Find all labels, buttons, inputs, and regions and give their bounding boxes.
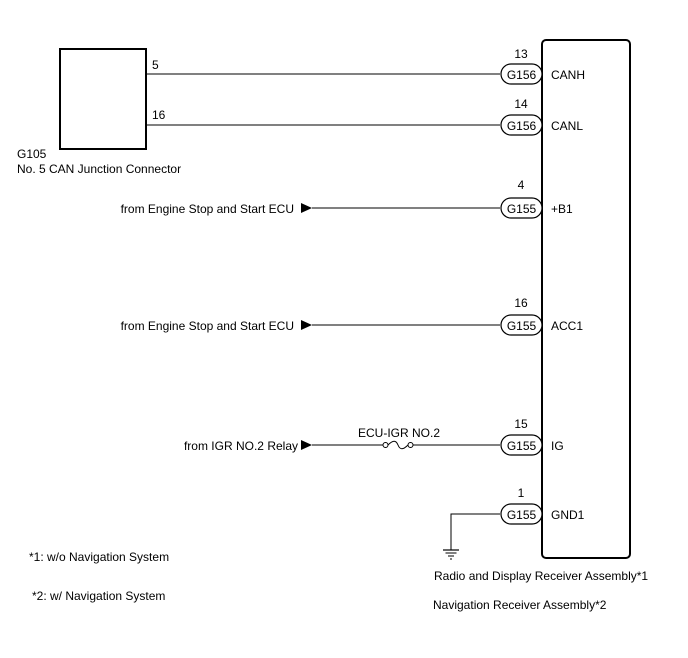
junction-pin-canh: 5 xyxy=(152,58,159,72)
pin-row-b1: G155 4 +B1 xyxy=(500,178,573,219)
pin-number: 14 xyxy=(514,97,528,111)
receiver-name-1: Radio and Display Receiver Assembly*1 xyxy=(434,569,648,583)
connector-label: G156 xyxy=(507,119,537,133)
ground-icon xyxy=(443,549,459,560)
pin-row-acc1: G155 16 ACC1 xyxy=(500,296,583,336)
receiver-box xyxy=(541,39,631,559)
signal-label: CANL xyxy=(551,119,583,133)
junction-name: No. 5 CAN Junction Connector xyxy=(17,162,181,176)
receiver-name-2: Navigation Receiver Assembly*2 xyxy=(433,598,607,612)
b1-source-arrow-icon xyxy=(301,203,312,213)
gnd-wire xyxy=(450,513,500,550)
connector-label: G155 xyxy=(507,319,537,333)
connector-label: G155 xyxy=(507,508,537,522)
fuse-icon xyxy=(382,440,414,450)
acc1-source-label: from Engine Stop and Start ECU xyxy=(121,319,294,333)
connector-label: G155 xyxy=(507,439,537,453)
note-2: *2: w/ Navigation System xyxy=(32,589,165,603)
acc1-source-arrow-icon xyxy=(301,320,312,330)
pin-row-canl: G156 14 CANL xyxy=(500,97,583,136)
signal-label: ACC1 xyxy=(551,319,583,333)
b1-source-label: from Engine Stop and Start ECU xyxy=(121,202,294,216)
junction-pin-canl: 16 xyxy=(152,108,166,122)
pin-number: 16 xyxy=(514,296,528,310)
signal-label: GND1 xyxy=(551,508,585,522)
signal-label: CANH xyxy=(551,68,585,82)
ig-source-label: from IGR NO.2 Relay xyxy=(184,439,298,453)
signal-label: +B1 xyxy=(551,202,573,216)
note-1: *1: w/o Navigation System xyxy=(29,550,169,564)
junction-code: G105 xyxy=(17,147,47,161)
pin-row-gnd1: G155 1 GND1 xyxy=(500,486,585,525)
ig-source-arrow-icon xyxy=(301,440,312,450)
pin-row-canh: G156 13 CANH xyxy=(500,47,585,85)
can-junction-connector-box xyxy=(59,48,147,150)
fuse-label: ECU-IGR NO.2 xyxy=(358,426,440,440)
connector-label: G156 xyxy=(507,68,537,82)
pin-row-ig: G155 15 IG xyxy=(500,417,564,456)
pin-number: 4 xyxy=(518,178,525,192)
pin-number: 1 xyxy=(518,486,525,500)
connector-label: G155 xyxy=(507,202,537,216)
pin-number: 13 xyxy=(514,47,528,61)
pin-number: 15 xyxy=(514,417,528,431)
signal-label: IG xyxy=(551,439,564,453)
